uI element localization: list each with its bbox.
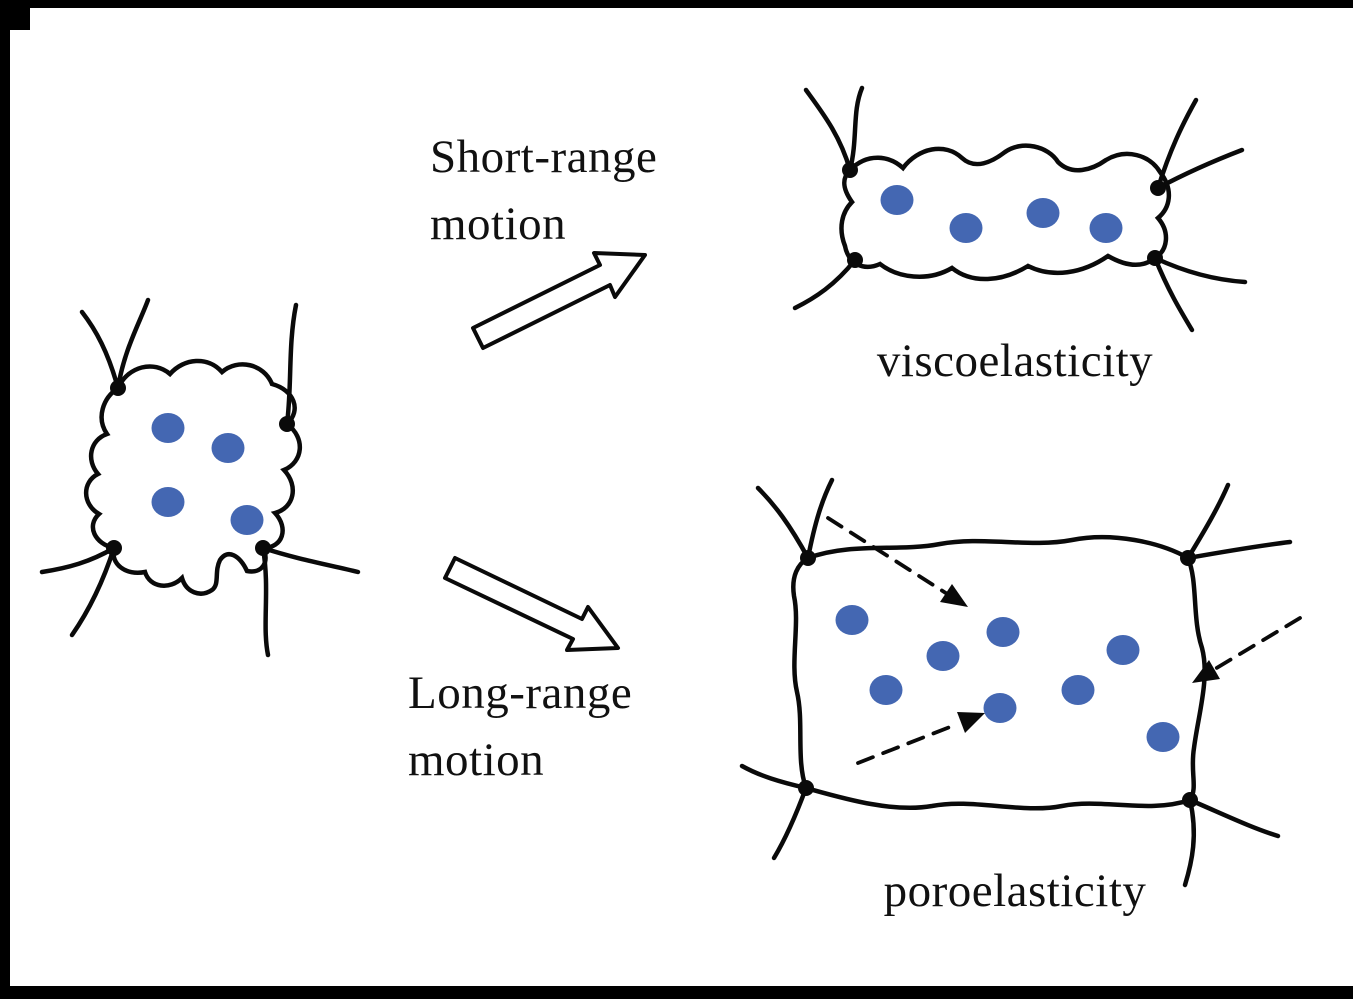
polymer-chain (115, 297, 151, 391)
crosslink-nodes (842, 162, 1166, 268)
polymer-chain (1182, 797, 1197, 888)
crosslink-node (800, 550, 816, 566)
solvent-dot (1106, 635, 1140, 665)
migration-arrowhead (940, 584, 968, 607)
polymer-chain (792, 257, 858, 311)
short-range-arrow (471, 251, 647, 350)
solvent-dot (1026, 198, 1060, 228)
polymer-chain (739, 763, 809, 791)
poroelastic-network (739, 477, 1302, 888)
crosslink-node (1180, 550, 1196, 566)
solvent-dot (880, 185, 914, 215)
polymer-chain (260, 545, 361, 575)
solvent-dot (151, 413, 185, 443)
network-outline (83, 358, 303, 596)
crosslink-node (1147, 250, 1163, 266)
crosslink-nodes (106, 380, 295, 556)
migration-arrowhead (1192, 660, 1220, 683)
polymer-chain (69, 545, 117, 638)
migration-arrow-dashed (826, 516, 954, 599)
long-range-motion-label: Long-range motion (408, 660, 632, 793)
crosslink-node (847, 252, 863, 268)
process-arrows (443, 251, 647, 652)
viscoelasticity-label: viscoelasticity (876, 335, 1154, 387)
solvent-dot (869, 675, 903, 705)
migration-arrow-dashed (1208, 616, 1302, 674)
network-outline (791, 534, 1207, 811)
crosslink-node (842, 162, 858, 178)
viscoelastic-network (792, 85, 1248, 333)
long-range-line2: motion (408, 733, 545, 786)
polymer-chain (805, 477, 835, 561)
crosslink-nodes (798, 550, 1198, 808)
polymer-chain (803, 87, 853, 173)
polymer-chain (1185, 539, 1293, 561)
solvent-dot (986, 617, 1020, 647)
solvent-dot (949, 213, 983, 243)
short-range-motion-label: Short-range motion (430, 124, 657, 257)
short-range-line1: Short-range (430, 131, 658, 183)
long-range-arrow (443, 556, 620, 652)
polymer-chain (847, 85, 865, 173)
polymer-chain (771, 785, 809, 861)
poroelasticity-label: poroelasticity (883, 865, 1147, 917)
polymer-chain (284, 302, 299, 427)
crosslink-node (255, 540, 271, 556)
crosslink-node (279, 416, 295, 432)
polymer-chain (79, 309, 121, 391)
migration-arrows (826, 516, 1302, 765)
solvent-dot (835, 605, 869, 635)
crosslink-node (106, 540, 122, 556)
solvent-dot (211, 433, 245, 463)
solvent-molecules (835, 605, 1180, 752)
crosslink-node (798, 780, 814, 796)
solvent-dot (230, 505, 264, 535)
crosslink-node (110, 380, 126, 396)
network-outline (839, 143, 1171, 282)
polymer-chain (1187, 797, 1281, 839)
solvent-dot (1061, 675, 1095, 705)
initial-network (39, 297, 361, 658)
migration-arrow-dashed (856, 723, 957, 765)
solvent-dot (151, 487, 185, 517)
solvent-molecules (151, 413, 264, 535)
polymer-chain (1155, 97, 1199, 191)
short-range-line2: motion (430, 197, 567, 250)
solvent-dot (926, 641, 960, 671)
solvent-dot (983, 693, 1017, 723)
long-range-line1: Long-range (408, 667, 633, 719)
polymer-chain (1152, 255, 1248, 285)
polymer-chain (39, 545, 117, 575)
crosslink-node (1150, 180, 1166, 196)
migration-arrowhead (957, 712, 985, 733)
polymer-chain (755, 485, 811, 561)
solvent-dot (1146, 722, 1180, 752)
polymer-chain (1185, 482, 1231, 561)
crosslink-node (1182, 792, 1198, 808)
solvent-molecules (880, 185, 1123, 243)
polymer-chain (1155, 147, 1245, 191)
polymer-chain (260, 545, 271, 658)
polymer-chain (1152, 255, 1195, 333)
solvent-dot (1089, 213, 1123, 243)
